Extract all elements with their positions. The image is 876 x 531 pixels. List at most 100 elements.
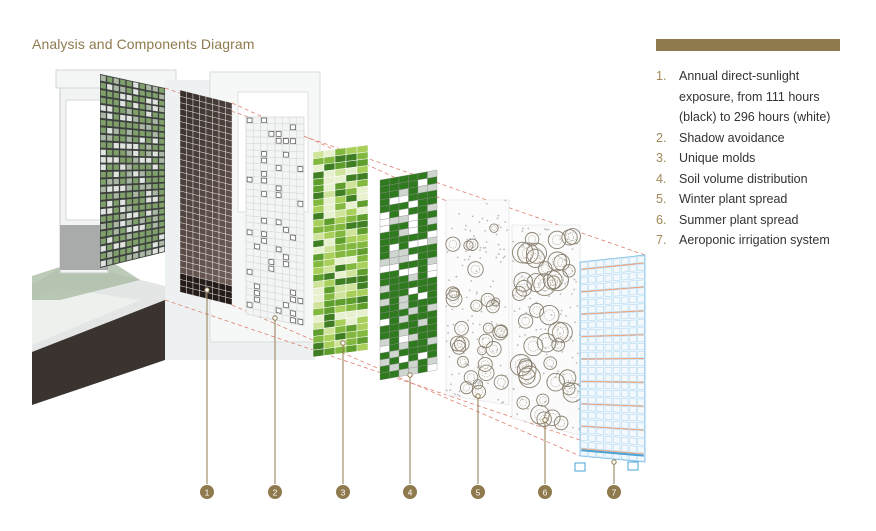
mold-cell <box>334 345 347 355</box>
wall-cell <box>146 203 152 210</box>
plant-canopy-inner <box>528 235 537 244</box>
exposure-cell <box>225 296 233 306</box>
plant-dot <box>495 233 498 236</box>
irrigation-pipe <box>581 286 644 293</box>
irrigation-cell <box>580 419 588 427</box>
wall-cell <box>120 121 126 128</box>
plant-canopy-inner <box>550 377 561 388</box>
wall-cell <box>100 216 106 223</box>
irrigation-cell <box>588 329 596 336</box>
wall-cell <box>159 138 165 144</box>
plant-dot <box>447 331 450 334</box>
plant-dot <box>559 238 562 240</box>
plant-canopy-inner <box>448 289 457 298</box>
plant-dot <box>512 260 514 263</box>
irrigation-cell <box>604 328 613 336</box>
wall-cell <box>139 191 145 197</box>
plant-canopy-inner <box>565 384 573 393</box>
plant-dot <box>495 323 498 326</box>
plant-dot <box>486 219 489 222</box>
irrigation-cell <box>621 304 629 312</box>
irrigation-cell <box>596 412 604 420</box>
shadow-block <box>254 243 260 250</box>
plant-canopy <box>445 286 461 301</box>
plant-dot <box>555 373 558 376</box>
irrigation-cell <box>580 329 588 337</box>
irrigation-cell <box>637 414 645 422</box>
plant-canopy <box>492 325 508 341</box>
legend-num: 4. <box>656 171 667 186</box>
irrigation-cell <box>621 335 629 343</box>
wall-cell <box>133 137 139 143</box>
irrigation-cell <box>588 359 596 366</box>
plant-canopy-inner <box>481 360 490 369</box>
plant-dot <box>521 230 524 233</box>
plant-canopy <box>477 345 487 356</box>
plant-dot <box>573 288 576 291</box>
irrigation-cell <box>629 398 637 406</box>
irrigation-cell <box>588 367 596 374</box>
irrigation-cell <box>629 256 637 264</box>
marker-circle <box>268 485 282 499</box>
plant-dot <box>522 244 525 247</box>
irrigation-cell <box>596 275 604 283</box>
irrigation-cell <box>604 389 613 397</box>
wall-cell <box>133 191 139 198</box>
irrigation-cell <box>588 419 596 427</box>
wall-cell <box>159 100 165 106</box>
plant-canopy-inner <box>495 328 505 337</box>
plant-dot <box>556 343 559 345</box>
irrigation-cell <box>621 421 629 429</box>
irrigation-cell <box>637 374 645 382</box>
plant-canopy-inner <box>521 316 530 326</box>
irrigation-cell <box>612 258 621 266</box>
wall-cell <box>107 200 113 207</box>
wall-cell <box>133 178 139 184</box>
plant-dot <box>487 382 489 385</box>
plant-canopy <box>543 356 557 370</box>
wall-cell <box>120 192 126 199</box>
wall-cell <box>146 197 152 203</box>
plant-canopy <box>562 264 576 278</box>
irrigation-cell <box>621 343 629 351</box>
shadow-block <box>275 307 282 314</box>
wall-cell <box>120 128 126 135</box>
shadow-block <box>261 117 267 124</box>
plant-canopy-inner <box>551 273 564 287</box>
wall-cell <box>120 171 126 177</box>
irrigation-cell <box>629 351 637 359</box>
marker-6: 6 <box>538 485 552 499</box>
wall-cell <box>152 215 158 222</box>
wall-cell <box>126 129 132 136</box>
shadow-block <box>290 124 296 131</box>
irrigation-cell <box>596 313 604 321</box>
plant-dot <box>473 235 475 237</box>
irrigation-cell <box>612 304 621 312</box>
legend-text: Soil volume distribution <box>679 171 808 186</box>
plant-canopy <box>453 336 470 352</box>
irrigation-cell <box>629 382 637 390</box>
plant-canopy <box>454 321 469 336</box>
plant-dot <box>491 320 493 323</box>
wall-cell <box>146 137 152 144</box>
irrigation-cell <box>621 405 629 413</box>
irrigation-cell <box>580 351 588 359</box>
wall-cell <box>159 151 165 157</box>
plant-dot <box>479 249 481 252</box>
wall-cell <box>133 205 139 211</box>
wall-cell <box>113 164 119 170</box>
wall-cell <box>126 219 132 226</box>
irrigation-pipe <box>581 448 644 455</box>
wall-cell <box>100 142 106 148</box>
plant-dot <box>499 226 502 229</box>
marker-circle <box>471 485 485 499</box>
irrigation-cell <box>629 327 637 335</box>
plant-canopy <box>459 381 474 395</box>
plant-dot <box>506 229 509 232</box>
wall-cell <box>139 251 145 258</box>
plant-dot <box>485 251 487 253</box>
irrigation-cell <box>604 289 613 298</box>
marker-label: 6 <box>543 488 548 498</box>
wall-cell <box>133 225 139 232</box>
wall-cell <box>107 76 113 83</box>
